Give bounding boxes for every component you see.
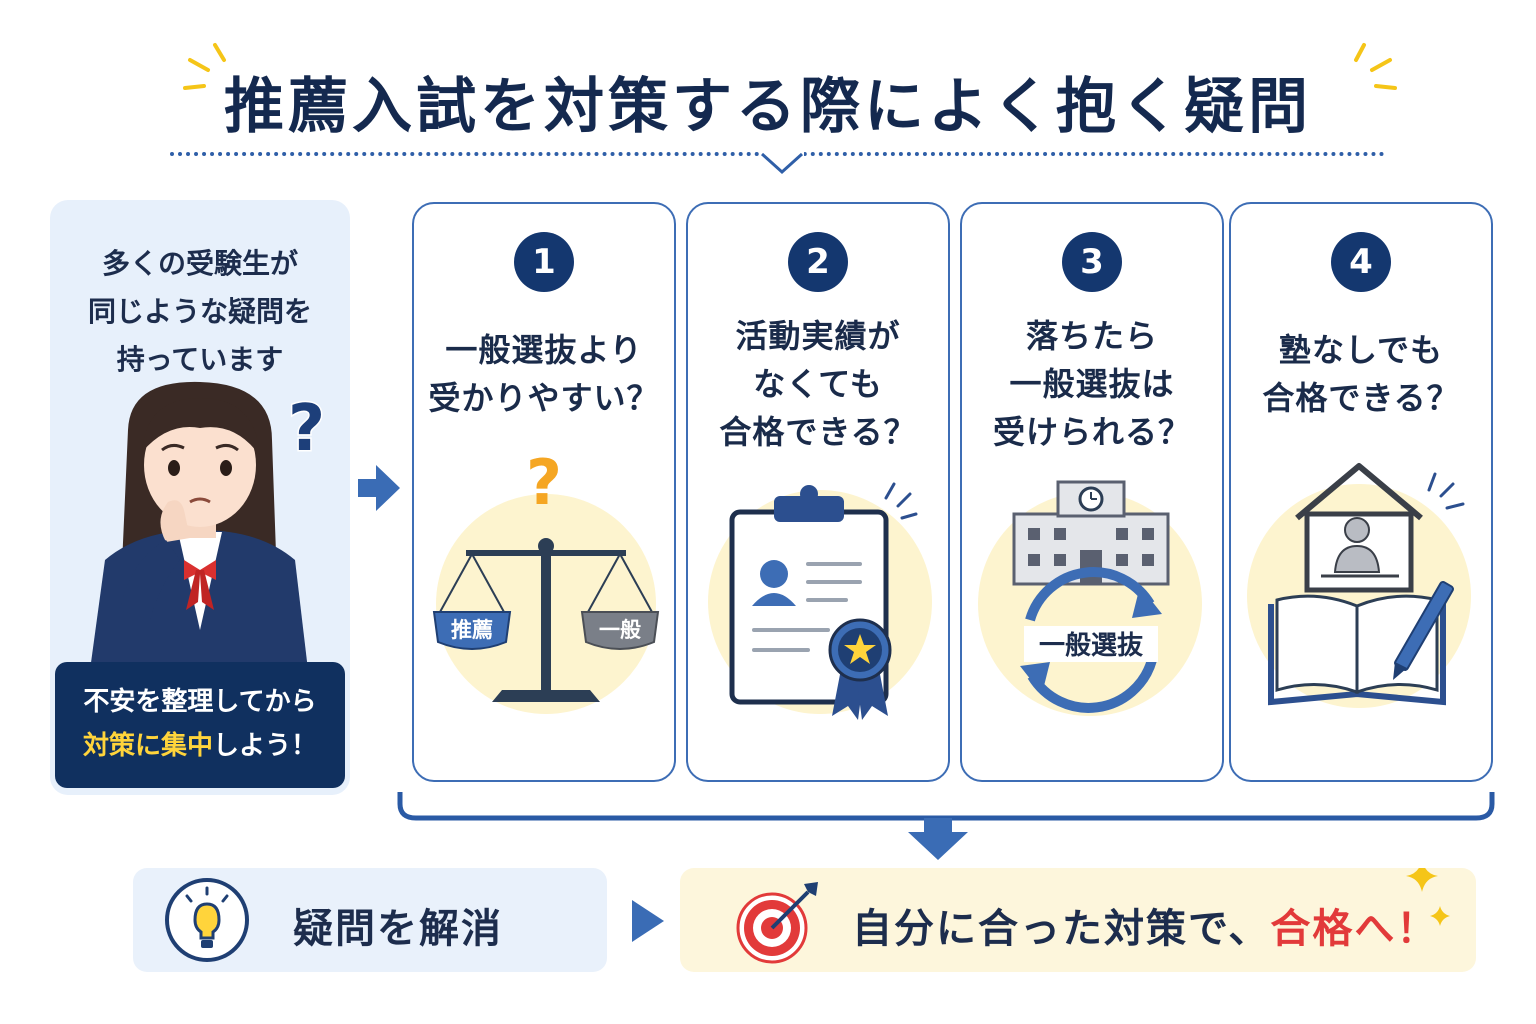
question-line: 受けられる？: [992, 413, 1191, 451]
worried-student-illustration: ?: [90, 381, 327, 670]
intro-line: 多くの受験生が: [101, 247, 298, 280]
sparkle-icon: [1354, 43, 1397, 90]
question-line: 受かりやすい？: [428, 379, 660, 417]
question-number: 2: [788, 232, 848, 292]
question-line: 塾なしでも: [1278, 331, 1444, 369]
question-line: 活動実績が: [735, 317, 901, 355]
target-icon: [736, 882, 818, 964]
question-line: 合格できる？: [719, 413, 917, 451]
goal-text: 自分に合った対策で、合格へ！: [852, 896, 1438, 954]
chevron-down-icon: [760, 150, 804, 175]
question-line: 一般選抜は: [1009, 365, 1175, 403]
cycle-label: 一般選抜: [1039, 631, 1144, 661]
question-text: 塾なしでも 合格できる？: [1231, 326, 1491, 422]
question-text: 一般選抜より 受かりやすい？: [414, 326, 674, 422]
intro-line: 同じような疑問を: [87, 295, 312, 328]
home-study-icon: [1247, 463, 1471, 708]
clipboard-certificate-icon: [708, 482, 932, 720]
question-line: 合格できる？: [1262, 379, 1460, 417]
question-line: 一般選抜より: [445, 331, 643, 369]
arrow-right-icon: [632, 900, 664, 942]
sparkle-icon: [183, 43, 226, 90]
goal-main: 自分に合った対策で、: [852, 906, 1271, 952]
cta-highlight: 対策に集中: [82, 731, 213, 761]
question-line: 落ちたら: [1025, 317, 1158, 355]
cta-line: 対策に集中しよう！: [55, 724, 345, 768]
resolve-label: 疑問を解消: [293, 906, 503, 952]
page-title: 推薦入試を対策する際によく抱く疑問: [224, 72, 1312, 142]
goal-box: 自分に合った対策で、合格へ！: [680, 868, 1476, 972]
question-card-2: 2 活動実績が なくても 合格できる？: [686, 202, 950, 782]
question-number: 4: [1331, 232, 1391, 292]
arrow-right-icon: [358, 465, 400, 511]
group-bracket: [397, 792, 1495, 860]
question-card-4: 4 塾なしでも 合格できる？: [1229, 202, 1493, 782]
cta-line: 不安を整理してから: [83, 687, 317, 717]
goal-highlight: 合格へ！: [1270, 906, 1439, 952]
arrow-down-icon: [908, 818, 968, 860]
intro-panel: 多くの受験生が 同じような疑問を 持っています ? 不安を整理してから 対策: [50, 200, 350, 795]
svg-text:?: ?: [526, 454, 562, 519]
cta-rest: しよう！: [213, 731, 318, 761]
light-bulb-icon: [165, 878, 249, 962]
svg-text:?: ?: [288, 392, 325, 466]
question-text: 落ちたら 一般選抜は 受けられる？: [962, 312, 1222, 456]
question-card-1: 1 一般選抜より 受かりやすい？ ? 推薦 一般: [412, 202, 676, 782]
intro-text: 多くの受験生が 同じような疑問を 持っています: [50, 240, 350, 384]
scale-label-right: 一般: [599, 618, 641, 642]
balance-scale-icon: ? 推薦 一般: [432, 454, 660, 714]
intro-line: 持っています: [116, 343, 284, 376]
encouragement-banner: 不安を整理してから 対策に集中しよう！: [55, 662, 345, 788]
question-card-3: 3 落ちたら 一般選抜は 受けられる？ 一般選抜: [960, 202, 1224, 782]
question-number: 3: [1062, 232, 1122, 292]
question-text: 活動実績が なくても 合格できる？: [688, 312, 948, 456]
sparkle-icon: [1406, 868, 1450, 926]
question-number: 1: [514, 232, 574, 292]
resolve-box: 疑問を解消: [133, 868, 607, 972]
school-cycle-icon: 一般選抜: [978, 480, 1202, 716]
scale-label-left: 推薦: [451, 618, 493, 642]
question-line: なくても: [753, 365, 883, 403]
